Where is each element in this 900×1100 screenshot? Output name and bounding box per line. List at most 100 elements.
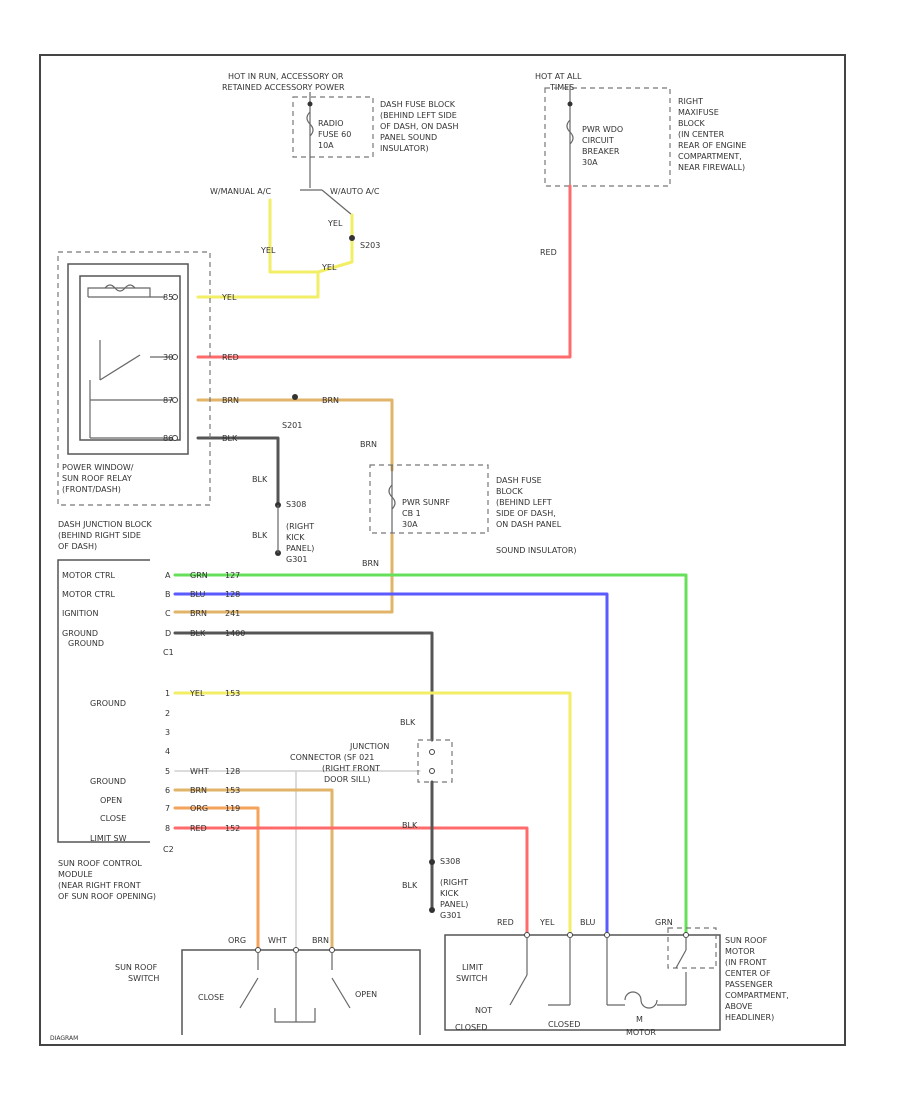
yel-label-1: YEL xyxy=(260,246,276,255)
fuse-block-2-desc-6: SOUND INSULATOR) xyxy=(496,546,577,555)
breaker-label-2: CIRCUIT xyxy=(582,136,614,145)
fuse-block-1-desc-4: PANEL SOUND xyxy=(380,133,437,142)
junction-connector: JUNCTION CONNECTOR (SF 021 (RIGHT FRONT … xyxy=(290,718,453,830)
switch-brn: BRN xyxy=(312,936,329,945)
wire-blk-ground-c1 xyxy=(173,631,434,742)
g301-bot-3: PANEL) xyxy=(440,900,468,909)
c2-row-1-color: YEL xyxy=(189,689,205,698)
c1-row-4-circuit: 1400 xyxy=(225,629,245,638)
junction-conn-desc-3: (RIGHT FRONT xyxy=(322,764,380,773)
c1-row-4b-name: GROUND xyxy=(68,639,104,648)
c2-row-6-circuit: 153 xyxy=(225,786,240,795)
footer-code: DIAGRAM xyxy=(50,1035,78,1042)
brn-label-fuse: BRN xyxy=(360,440,377,449)
c2-row-5-circuit: 128 xyxy=(225,767,240,776)
sun-roof-motor: RED YEL BLU GRN LIMIT SWITCH NOT CLOSED … xyxy=(444,918,789,1037)
fuse-block-2-desc-4: SIDE OF DASH, xyxy=(496,509,556,518)
motor-desc-8: HEADLINER) xyxy=(725,1013,774,1022)
switch-close: CLOSE xyxy=(198,993,224,1002)
wire-brn-relay xyxy=(196,398,394,472)
c2-row-2-pin: 2 xyxy=(165,709,170,718)
ground-g301-bottom xyxy=(429,907,435,913)
power-labels: HOT IN RUN, ACCESSORY OR RETAINED ACCESS… xyxy=(222,72,582,92)
sunroof-cb-label-2: CB 1 xyxy=(402,509,421,518)
motor-red: RED xyxy=(497,918,514,927)
times-label: TIMES xyxy=(549,83,574,92)
switch-open: OPEN xyxy=(355,990,377,999)
c1-row-1-pin: A xyxy=(165,571,171,580)
s201-label: S201 xyxy=(282,421,302,430)
motor-grn: GRN xyxy=(655,918,673,927)
c1-row-3-color: BRN xyxy=(190,609,207,618)
c1-row-2-pin: B xyxy=(165,590,171,599)
motor-yel: YEL xyxy=(539,918,555,927)
relay-desc-2: SUN ROOF RELAY xyxy=(62,474,132,483)
c1-row-2-circuit: 128 xyxy=(225,590,240,599)
junction-conn-desc-1: JUNCTION xyxy=(349,742,389,751)
junction-conn-desc-4: DOOR SILL) xyxy=(324,775,370,784)
c2-row-7-name: CLOSE xyxy=(100,814,126,823)
c1-row-4-pin: D xyxy=(165,629,171,638)
wire-yel-feed xyxy=(196,198,320,299)
relay-wire-brn: BRN xyxy=(222,396,239,405)
wire-yel-s203 xyxy=(316,213,354,274)
not-closed-1: NOT xyxy=(475,1006,492,1015)
g301-top-3: PANEL) xyxy=(286,544,314,553)
relay-desc-3: (FRONT/DASH) xyxy=(62,485,121,494)
s308-label-top: S308 xyxy=(286,500,306,509)
junction-desc-2: (BEHIND RIGHT SIDE xyxy=(58,531,141,540)
c2-row-8-circuit: 152 xyxy=(225,824,240,833)
maxifuse-desc-6: COMPARTMENT, xyxy=(678,152,742,161)
maxifuse-desc-7: NEAR FIREWALL) xyxy=(678,163,745,172)
junction-conn-desc-2: CONNECTOR (SF 021 xyxy=(290,753,374,762)
maxifuse-desc-4: (IN CENTER xyxy=(678,130,725,139)
yel-label-2: YEL xyxy=(327,219,343,228)
maxifuse-desc-5: REAR OF ENGINE xyxy=(678,141,746,150)
limit-switch-2: SWITCH xyxy=(456,974,487,983)
limit-switch-1: LIMIT xyxy=(462,963,483,972)
sun-roof-switch: SUN ROOF SWITCH ORG WHT BRN CLOSE OPEN xyxy=(115,936,421,1035)
g301-bot-1: (RIGHT xyxy=(440,878,468,887)
maxifuse-desc-1: RIGHT xyxy=(678,97,703,106)
wire-blu-motor xyxy=(173,592,609,937)
dash-fuse-block-2: PWR SUNRF CB 1 30A DASH FUSE BLOCK (BEHI… xyxy=(369,464,577,555)
switch-org: ORG xyxy=(228,936,246,945)
c1-row-4-color: BLK xyxy=(190,629,206,638)
c2-row-5-color: WHT xyxy=(190,767,209,776)
relay-wire-yel: YEL xyxy=(221,293,237,302)
c1-row-1-name: MOTOR CTRL xyxy=(62,571,116,580)
motor-desc-6: COMPARTMENT, xyxy=(725,991,789,1000)
relay-desc-1: POWER WINDOW/ xyxy=(62,463,134,472)
c2-row-7-pin: 7 xyxy=(165,804,170,813)
wire-grn-motor xyxy=(173,573,688,937)
c2-row-7-color: ORG xyxy=(190,804,208,813)
c1-row-2-color: BLU xyxy=(190,590,206,599)
wire-brn-ignition xyxy=(173,533,394,614)
diagram-frame xyxy=(39,54,846,1046)
switch-title-1: SUN ROOF xyxy=(115,963,158,972)
fuse-block-1-desc-1: DASH FUSE BLOCK xyxy=(380,100,456,109)
module-desc-3: (NEAR RIGHT FRONT xyxy=(58,881,141,890)
not-closed-2: CLOSED xyxy=(455,1023,487,1032)
c2-row-1-circuit: 153 xyxy=(225,689,240,698)
motor-desc-3: (IN FRONT xyxy=(725,958,766,967)
maxifuse-desc-3: BLOCK xyxy=(678,119,706,128)
c1-row-3-pin: C xyxy=(165,609,171,618)
fuse-block-1-desc-2: (BEHIND LEFT SIDE xyxy=(380,111,457,120)
sunroof-cb-label-1: PWR SUNRF xyxy=(402,498,450,507)
closed-label: CLOSED xyxy=(548,1020,580,1029)
c1-label: C1 xyxy=(163,648,174,657)
retained-label: RETAINED ACCESSORY POWER xyxy=(222,83,345,92)
relay-pin-30: 30 xyxy=(163,353,173,362)
g301-top-1: (RIGHT xyxy=(286,522,314,531)
g301-top-4: G301 xyxy=(286,555,307,564)
c2-row-5-pin: 5 xyxy=(165,767,170,776)
motor-desc-1: SUN ROOF xyxy=(725,936,768,945)
g301-top-2: KICK xyxy=(286,533,305,542)
relay-wire-blk: BLK xyxy=(222,434,238,443)
c1-row-3-name: IGNITION xyxy=(62,609,98,618)
sunroof-cb-label-3: 30A xyxy=(402,520,418,529)
relay-pin-85: 85 xyxy=(163,293,173,302)
switch-title-2: SWITCH xyxy=(128,974,159,983)
